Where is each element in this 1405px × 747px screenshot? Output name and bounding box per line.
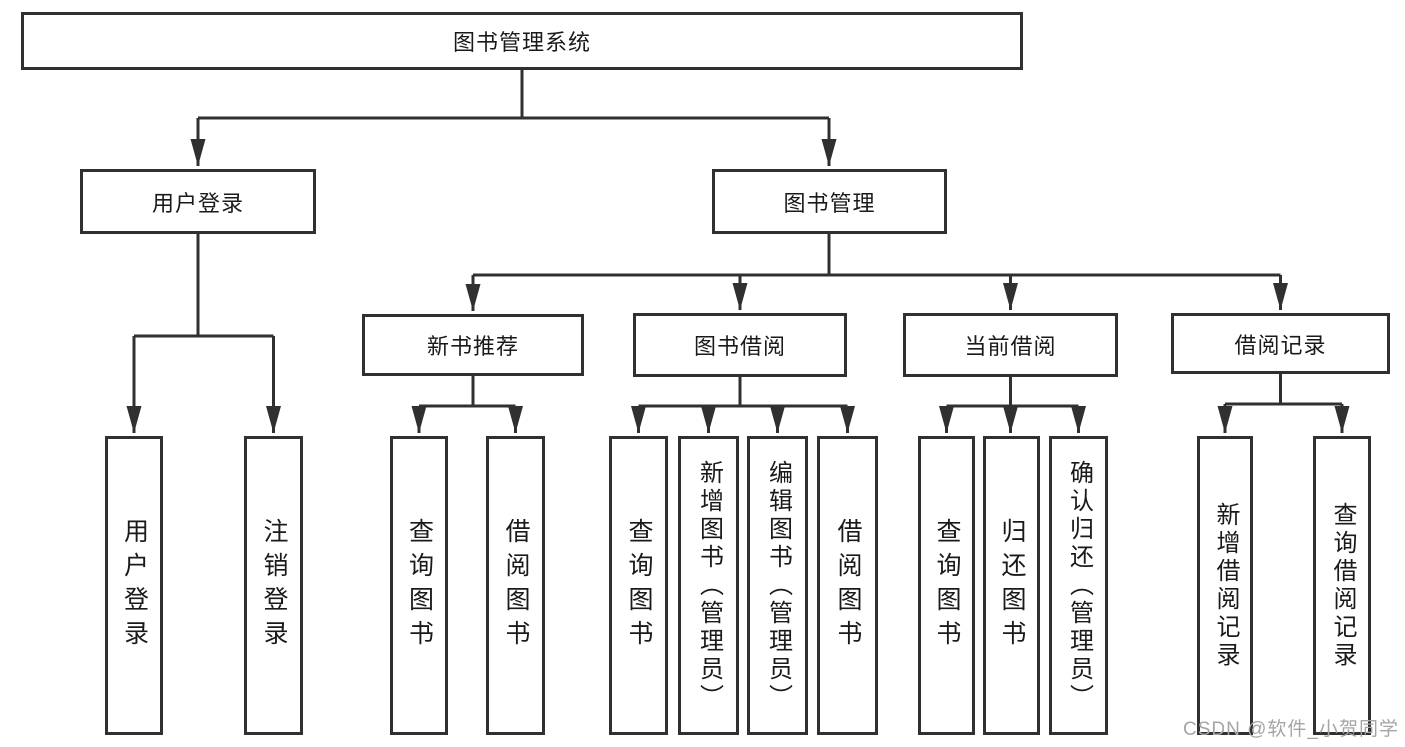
leaf-add-books-admin: 新增图书（管理员） bbox=[678, 436, 739, 735]
connector-current-borrowing-children bbox=[939, 377, 1086, 433]
leaf-add-books-admin-label: 新增图书（管理员） bbox=[695, 459, 723, 712]
leaf-add-borrow-record-label: 新增借阅记录 bbox=[1212, 501, 1239, 670]
node-book-management: 图书管理 bbox=[712, 169, 947, 234]
connector-book-borrowing-children bbox=[631, 377, 855, 433]
node-borrow-records: 借阅记录 bbox=[1171, 313, 1390, 374]
leaf-query-borrow-record: 查询借阅记录 bbox=[1313, 436, 1371, 735]
leaf-query-borrow-record-label: 查询借阅记录 bbox=[1329, 501, 1356, 670]
leaf-user-login-label: 用户登录 bbox=[120, 517, 149, 654]
leaf-borrow-books-recommend: 借阅图书 bbox=[486, 436, 545, 735]
leaf-query-books-recommend-label: 查询图书 bbox=[405, 517, 434, 654]
connector-book-management-children bbox=[465, 234, 1288, 311]
leaf-return-books: 归还图书 bbox=[983, 436, 1040, 735]
node-new-book-recommend: 新书推荐 bbox=[362, 314, 584, 376]
leaf-borrow-books-label: 借阅图书 bbox=[834, 517, 862, 654]
node-new-book-recommend-label: 新书推荐 bbox=[426, 334, 519, 359]
leaf-query-books-current: 查询图书 bbox=[918, 436, 975, 735]
node-book-borrowing: 图书借阅 bbox=[633, 313, 847, 377]
leaf-logout: 注销登录 bbox=[244, 436, 303, 735]
connector-new-book-recommend-children bbox=[411, 376, 523, 433]
leaf-return-books-label: 归还图书 bbox=[998, 517, 1026, 654]
node-borrow-records-label: 借阅记录 bbox=[1234, 332, 1327, 358]
leaf-add-borrow-record: 新增借阅记录 bbox=[1197, 436, 1253, 735]
leaf-user-login: 用户登录 bbox=[105, 436, 163, 735]
connector-root-to-level2 bbox=[190, 70, 837, 166]
connector-borrow-records-children bbox=[1217, 374, 1350, 433]
csdn-watermark: CSDN @软件_小贺同学 bbox=[1183, 719, 1399, 740]
node-book-management-label: 图书管理 bbox=[783, 190, 876, 216]
leaf-confirm-return-admin: 确认归还（管理员） bbox=[1049, 436, 1108, 735]
node-root-system: 图书管理系统 bbox=[21, 12, 1023, 70]
leaf-edit-books-admin-label: 编辑图书（管理员） bbox=[764, 459, 792, 712]
node-root-label: 图书管理系统 bbox=[452, 30, 591, 55]
connector-user-login-children bbox=[126, 234, 281, 433]
leaf-borrow-books: 借阅图书 bbox=[817, 436, 878, 735]
leaf-edit-books-admin: 编辑图书（管理员） bbox=[747, 436, 808, 735]
leaf-query-books-borrowing-label: 查询图书 bbox=[625, 517, 653, 654]
node-current-borrowing-label: 当前借阅 bbox=[964, 334, 1057, 359]
leaf-borrow-books-recommend-label: 借阅图书 bbox=[502, 517, 530, 654]
leaf-query-books-recommend: 查询图书 bbox=[390, 436, 448, 735]
leaf-logout-label: 注销登录 bbox=[260, 517, 288, 654]
leaf-query-books-borrowing: 查询图书 bbox=[609, 436, 668, 735]
node-book-borrowing-label: 图书借阅 bbox=[693, 334, 786, 359]
node-user-login: 用户登录 bbox=[80, 169, 316, 234]
leaf-query-books-current-label: 查询图书 bbox=[933, 517, 961, 654]
leaf-confirm-return-admin-label: 确认归还（管理员） bbox=[1065, 459, 1093, 712]
node-current-borrowing: 当前借阅 bbox=[903, 313, 1118, 377]
node-user-login-label: 用户登录 bbox=[151, 190, 244, 216]
